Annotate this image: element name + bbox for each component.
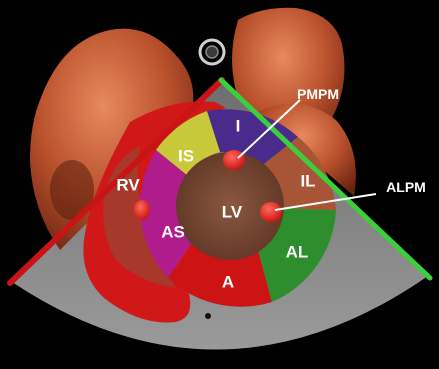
label-alpm: ALPM [386, 179, 426, 195]
label-anterior: A [222, 273, 234, 292]
pmpm-papillary-muscle [223, 150, 245, 170]
bottom-marker-dot [205, 313, 211, 319]
label-inferoseptal: IS [178, 147, 194, 166]
transducer-icon [200, 40, 224, 64]
label-anterolateral: AL [286, 243, 309, 262]
alpm-papillary-muscle [260, 202, 282, 222]
rv-papillary-muscle [134, 200, 150, 220]
label-lv: LV [222, 203, 243, 222]
label-inferior: I [236, 117, 241, 136]
label-rv: RV [116, 176, 140, 195]
label-pmpm: PMPM [297, 86, 339, 102]
label-inferolateral: IL [300, 172, 315, 191]
label-anteroseptal: AS [161, 223, 185, 242]
